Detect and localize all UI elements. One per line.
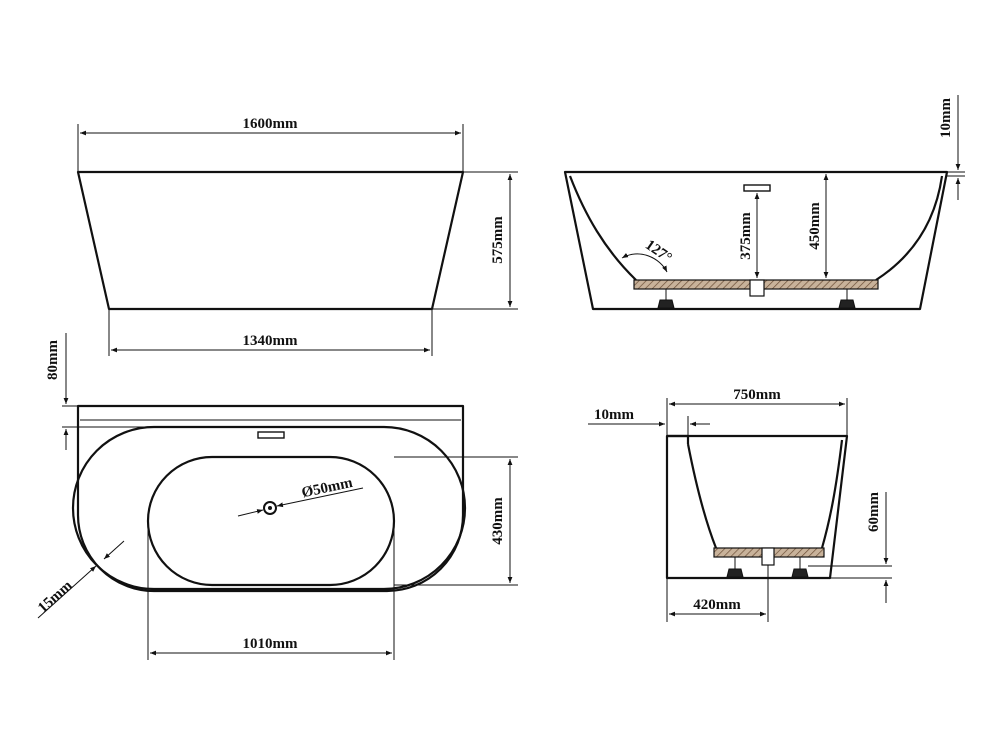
top-rim-outline — [71, 425, 467, 591]
top-drain-label: Ø50mm — [300, 475, 354, 501]
top-drain-center — [268, 506, 272, 510]
top-rim-dimension-line — [103, 540, 125, 560]
end-drain-pipe — [761, 547, 775, 566]
end-foot-left — [726, 557, 744, 578]
front-height-label: 575mm — [490, 216, 506, 264]
front-bottom-width-label: 1340mm — [243, 333, 298, 349]
side-total-depth-label: 450mm — [807, 202, 823, 250]
top-drain-leader — [237, 509, 264, 517]
side-inner-basin-right — [875, 175, 944, 281]
end-section-view: 750mm 10mm 60mm 420mm — [588, 387, 892, 622]
side-angle-label: 127° — [642, 237, 675, 266]
side-rim-label: 10mm — [938, 98, 954, 138]
end-drain-offset-label: 420mm — [693, 597, 741, 613]
end-back-wall — [667, 434, 690, 444]
front-view-outline — [76, 170, 465, 311]
top-inner-length-label: 1010mm — [243, 636, 298, 652]
top-overflow-fitting — [257, 431, 285, 439]
side-inner-basin-left — [568, 175, 637, 281]
top-view: Ø50mm 80mm 430mm 15mm 1010mm — [35, 333, 518, 660]
side-outer-shell — [563, 170, 949, 311]
end-inner-basin-right — [820, 439, 844, 549]
top-rim-dimension-line — [37, 565, 97, 619]
side-angle-arc — [621, 252, 668, 273]
side-inner-depth-label: 375mm — [738, 212, 754, 260]
end-inner-basin-left — [686, 443, 718, 549]
side-foot-left — [657, 289, 675, 309]
front-top-width-label: 1600mm — [243, 116, 298, 132]
side-foot-right — [838, 289, 856, 309]
side-section-view: 10mm 375mm 450mm 127° — [563, 95, 965, 311]
top-drain-leader — [276, 487, 364, 508]
end-back-wall-label: 10mm — [594, 407, 634, 423]
side-overflow-fitting — [743, 184, 771, 192]
end-foot-right — [791, 557, 809, 578]
end-width-label: 750mm — [733, 387, 781, 403]
top-inner-width-label: 430mm — [490, 497, 506, 545]
top-back-panel-label: 80mm — [45, 340, 61, 380]
side-drain-pipe — [749, 279, 765, 297]
top-basin — [146, 455, 396, 587]
front-view: 1600mm 1340mm 575mm — [76, 116, 518, 356]
top-rim-label: 15mm — [35, 577, 76, 616]
end-foot-height-label: 60mm — [866, 492, 882, 532]
